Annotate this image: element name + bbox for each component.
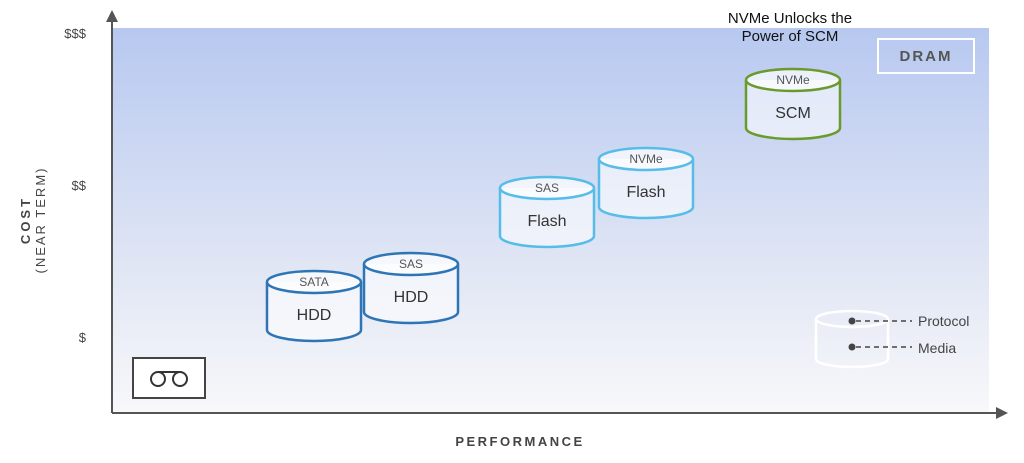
dram-label: DRAM: [899, 47, 953, 65]
cylinder-protocol-label: SAS: [535, 181, 559, 195]
cylinder-media-label: SCM: [775, 105, 811, 122]
y-axis-arrow: [106, 10, 118, 22]
x-axis-arrow: [996, 407, 1008, 419]
cylinder-protocol-label: NVMe: [776, 73, 810, 87]
cylinder-media-label: HDD: [394, 289, 429, 306]
cylinder-sata-hdd: SATA HDD: [265, 269, 363, 343]
headline-line-1: NVMe Unlocks the: [727, 10, 853, 27]
y-tick-low: $: [78, 330, 86, 345]
legend-cylinder: [814, 309, 912, 369]
legend-protocol-label: Protocol: [918, 313, 970, 329]
cylinder-protocol-label: NVMe: [629, 152, 663, 166]
media-marker: [848, 343, 856, 351]
y-tick-high: $$$: [64, 26, 86, 41]
protocol-marker: [848, 317, 856, 325]
cylinder-sas-flash: SAS Flash: [498, 175, 596, 249]
cylinder-protocol-label: SAS: [399, 257, 423, 271]
headline-line-2: Power of SCM: [741, 28, 839, 45]
cylinder-media-label: Flash: [527, 213, 566, 230]
dram-box: DRAM: [877, 38, 975, 74]
cylinder-media-label: Flash: [626, 184, 665, 201]
x-axis-label: PERFORMANCE: [455, 434, 585, 449]
cylinder-protocol-label: SATA: [299, 275, 329, 289]
y-axis-label: COST (NEAR TERM): [18, 150, 48, 290]
y-tick-mid: $$: [71, 178, 86, 193]
y-axis-subtitle: (NEAR TERM): [33, 166, 48, 274]
legend-media-label: Media: [918, 340, 957, 356]
y-axis-title: COST: [18, 195, 33, 245]
headline: NVMe Unlocks the Power of SCM: [700, 10, 880, 46]
tape-cartridge-icon: [132, 357, 206, 399]
cylinder-sas-hdd: SAS HDD: [362, 251, 460, 325]
cylinder-media-label: HDD: [297, 307, 332, 324]
